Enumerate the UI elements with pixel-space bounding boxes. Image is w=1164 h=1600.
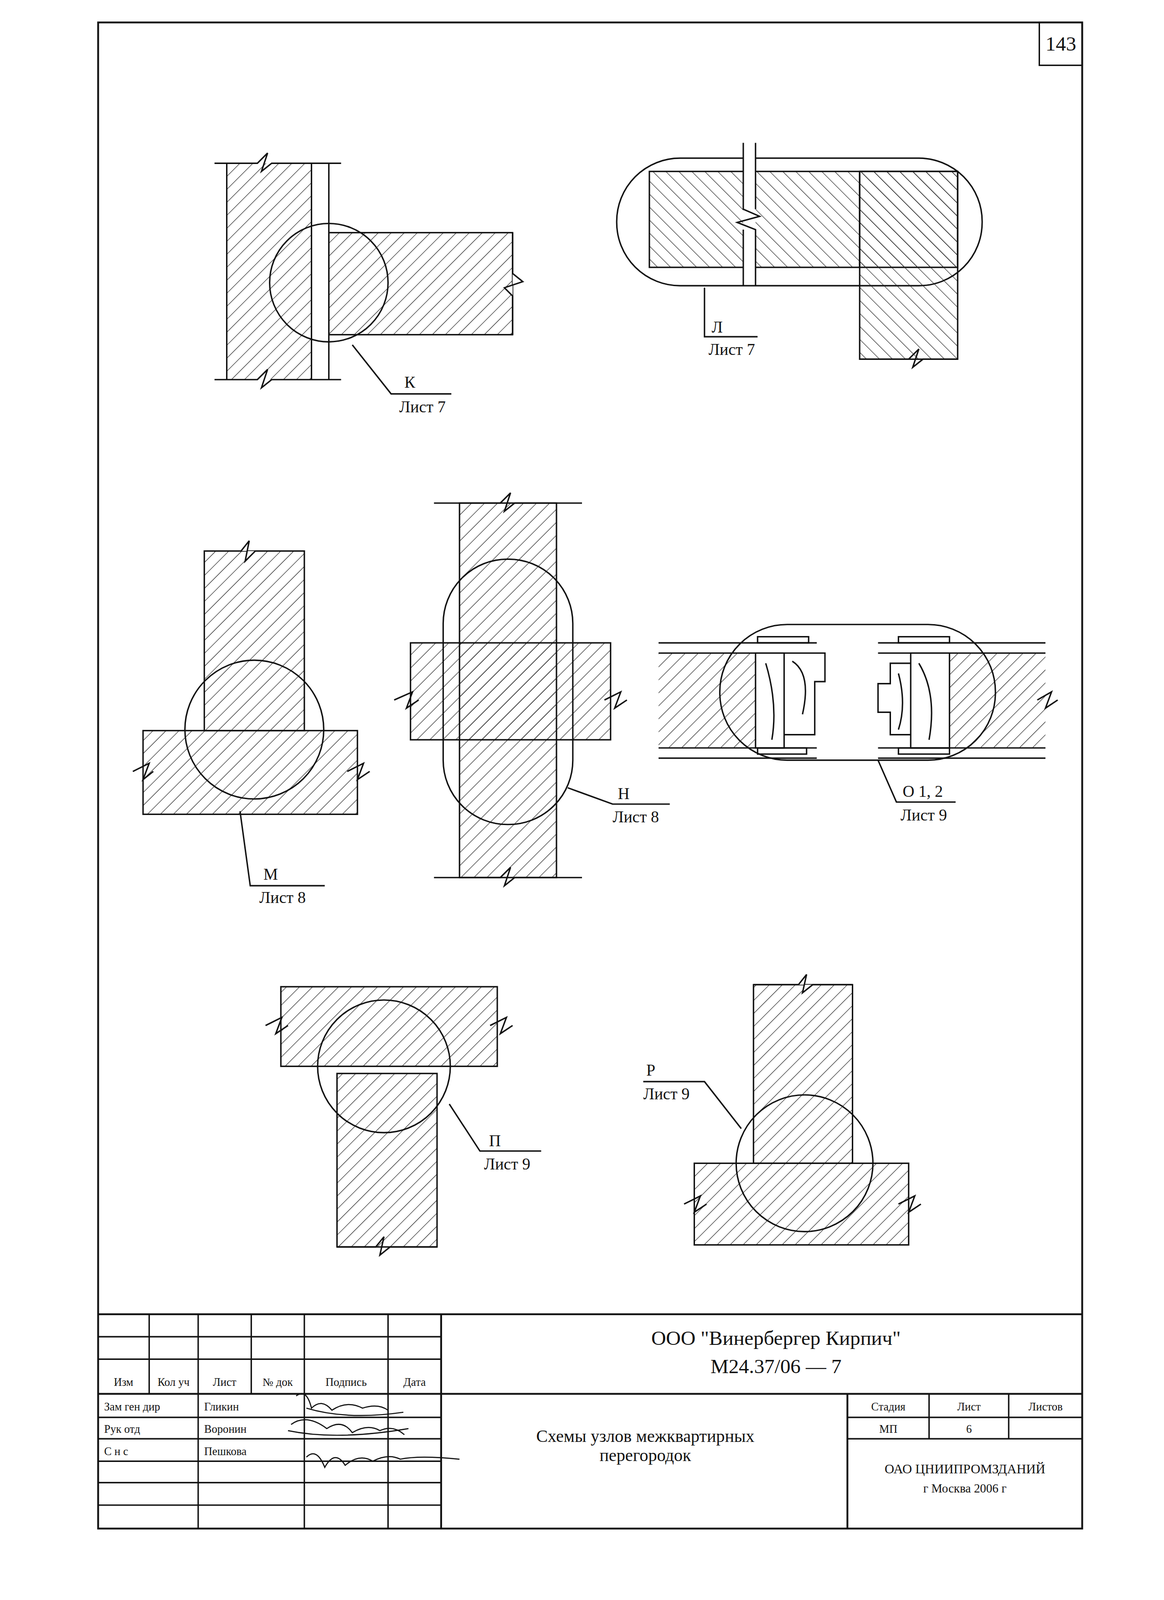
table-header: № док xyxy=(262,1376,293,1389)
table-header: Стадия xyxy=(871,1400,906,1414)
table-cell: 6 xyxy=(966,1423,972,1436)
sheet-ref: Лист 9 xyxy=(643,1085,690,1104)
table-header: Кол уч xyxy=(157,1376,190,1389)
organization: г Москва 2006 г xyxy=(923,1482,1007,1497)
detail-p xyxy=(265,987,542,1256)
sheet-ref: Лист 9 xyxy=(900,806,948,825)
signatures xyxy=(288,1394,460,1468)
sheet-frame xyxy=(97,22,1082,1530)
callout-letter: М xyxy=(263,865,279,884)
callout-letter: Н xyxy=(617,785,630,804)
callout-letter: К xyxy=(404,373,416,392)
detail-l xyxy=(616,143,983,368)
role-cell: С н с xyxy=(104,1445,129,1458)
name-cell: Гликин xyxy=(204,1400,239,1414)
table-header: Подпись xyxy=(325,1376,367,1389)
detail-o xyxy=(658,624,1058,803)
company-name: ООО "Винербергер Кирпич" xyxy=(651,1327,901,1350)
name-cell: Воронин xyxy=(204,1423,247,1436)
detail-m xyxy=(132,540,370,886)
table-cell: МП xyxy=(879,1423,898,1436)
callout-letter: Р xyxy=(646,1061,656,1080)
sheet-ref: Лист 9 xyxy=(484,1155,531,1174)
sheet-ref: Лист 7 xyxy=(399,398,446,417)
table-header: Изм xyxy=(113,1376,134,1389)
callout-letter: П xyxy=(489,1132,501,1151)
role-cell: Рук отд xyxy=(104,1423,141,1436)
sheet-ref: Лист 8 xyxy=(612,808,660,827)
sheet-number: 143 xyxy=(1045,32,1077,56)
sheet-ref: Лист 7 xyxy=(708,340,756,359)
detail-r xyxy=(643,974,921,1246)
table-header: Листов xyxy=(1028,1400,1063,1414)
table-header: Дата xyxy=(403,1376,426,1389)
table-header: Лист xyxy=(957,1400,981,1414)
table-header: Лист xyxy=(212,1376,237,1389)
detail-k xyxy=(214,153,523,395)
organization: ОАО ЦНИИПРОМЗДАНИЙ xyxy=(884,1462,1046,1477)
callout-letter: О 1, 2 xyxy=(902,782,944,801)
detail-n xyxy=(394,493,670,886)
title-block xyxy=(97,1314,1082,1530)
name-cell: Пешкова xyxy=(204,1445,247,1458)
callout-letter: Л xyxy=(711,318,723,337)
sheet-title: Схемы узлов межквартирных перегородок xyxy=(492,1427,799,1466)
sheet-ref: Лист 8 xyxy=(259,889,306,907)
role-cell: Зам ген дир xyxy=(104,1400,161,1414)
document-code: М24.37/06 — 7 xyxy=(710,1355,842,1379)
